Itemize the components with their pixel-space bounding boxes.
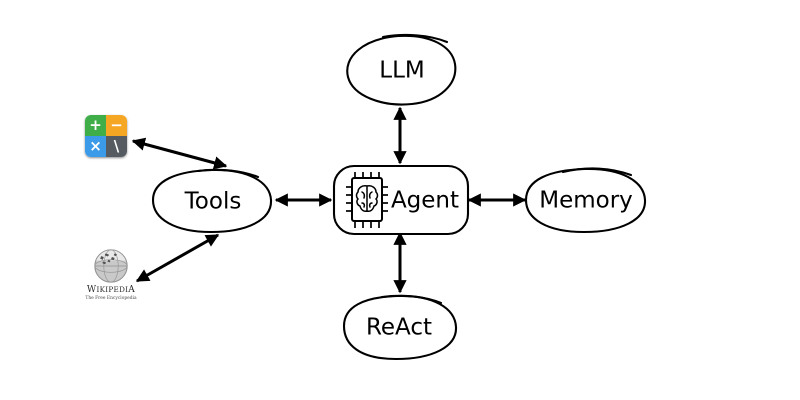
wikipedia-tagline: The Free Encyclopedia: [85, 296, 137, 301]
plus-key-glyph: +: [89, 116, 102, 134]
node-memory[interactable]: Memory: [524, 167, 647, 234]
wikipedia-icon[interactable]: WIKIPEDIA The Free Encyclopedia: [80, 248, 142, 303]
node-agent-label: Agent: [391, 188, 459, 214]
node-tools-label: Tools: [184, 189, 242, 215]
multiply-key-glyph: ×: [89, 137, 102, 155]
node-tools-shape: [151, 168, 273, 234]
node-tools-overshoot: [196, 168, 260, 179]
node-llm-shape: [346, 34, 457, 106]
minus-key-glyph: −: [110, 116, 123, 134]
minus-key: −: [106, 115, 127, 136]
node-memory-overshoot: [561, 167, 633, 177]
brain-chip-icon: [346, 172, 388, 228]
node-react-shape: [342, 294, 458, 361]
edge-tools-wikipedia: [135, 233, 220, 283]
wikipedia-wordmark-tail: A: [128, 285, 136, 295]
wikipedia-wordmark-rest: IKIPEDI: [96, 285, 129, 294]
wikipedia-globe-icon: [94, 249, 128, 283]
node-tools[interactable]: Tools: [151, 168, 273, 234]
node-memory-shape: [524, 167, 647, 234]
node-react[interactable]: ReAct: [342, 294, 458, 361]
node-agent[interactable]: Agent: [332, 164, 470, 236]
node-react-overshoot: [380, 294, 443, 305]
edge-group: [131, 106, 527, 294]
wikipedia-wordmark: WIKIPEDIA: [87, 285, 135, 295]
wikipedia-wordmark-lead: W: [86, 285, 97, 295]
node-memory-label: Memory: [539, 188, 633, 214]
divide-key-glyph: \: [113, 137, 120, 155]
node-llm-overshoot: [381, 33, 449, 44]
node-react-label: ReAct: [366, 315, 432, 341]
node-llm-label: LLM: [379, 58, 424, 84]
node-llm[interactable]: LLM: [346, 33, 457, 106]
multiply-key: ×: [85, 136, 106, 157]
calculator-icon[interactable]: + − × \: [85, 115, 127, 157]
divide-key: \: [106, 136, 127, 157]
plus-key: +: [85, 115, 106, 136]
edge-tools-calculator: [131, 137, 228, 170]
